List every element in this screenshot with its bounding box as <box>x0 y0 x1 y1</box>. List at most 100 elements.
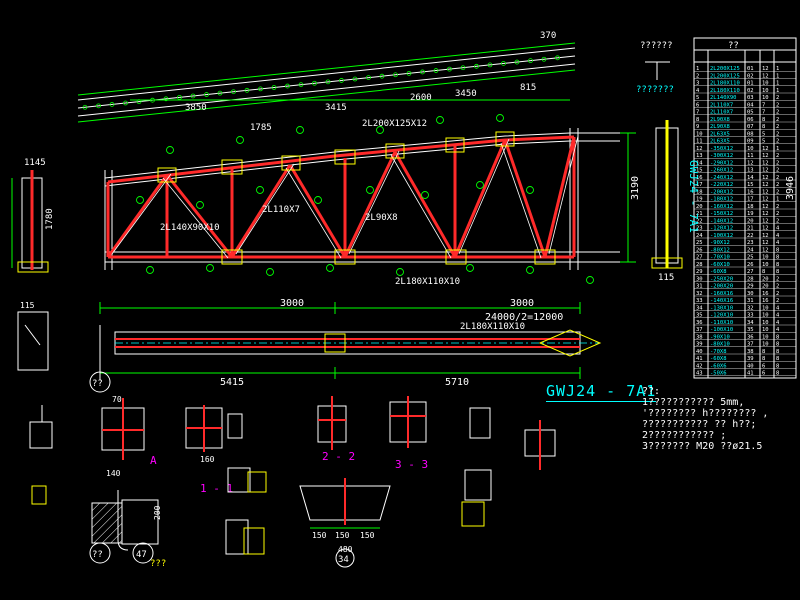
callout-bubble <box>196 201 204 209</box>
dim-left-top: 1145 <box>24 158 46 168</box>
dim-top-6: 815 <box>520 83 536 93</box>
table-cell: 39 <box>696 342 703 348</box>
label-diag-2: 2L140X90X10 <box>160 223 220 233</box>
table-cell: 21 <box>696 211 703 217</box>
table-cell: 2 <box>776 153 779 159</box>
table-cell: 33 <box>696 298 703 304</box>
table-cell: 2 <box>776 182 779 188</box>
table-cell: 6 <box>762 363 765 369</box>
table-cell: 20 <box>696 204 703 210</box>
table-cell: -120X10 <box>710 313 733 319</box>
table-cell: 8 <box>696 117 699 123</box>
table-cell: 08 <box>747 131 754 137</box>
table-cell: 31 <box>696 284 703 290</box>
table-cell: 8 <box>762 349 765 355</box>
callout-bubble <box>326 264 334 272</box>
table-cell: 2 <box>776 204 779 210</box>
purlin-mark <box>325 79 331 85</box>
purlin-mark <box>555 55 560 61</box>
callout-bubble <box>206 264 214 272</box>
table-cell: 8 <box>776 262 779 268</box>
table-cell: 25 <box>747 255 754 261</box>
table-cell: 12 <box>762 153 769 159</box>
table-cell: 41 <box>696 356 703 362</box>
table-cell: -70X10 <box>710 255 730 261</box>
table-cell: 30 <box>696 276 703 282</box>
table-cell: -220X12 <box>710 182 733 188</box>
table-cell: 01 <box>747 66 754 72</box>
callout-bubble <box>136 196 144 204</box>
table-cell: 10 <box>762 305 769 311</box>
table-cell: 02 <box>747 73 754 79</box>
purlin-mark <box>379 73 385 79</box>
dim-bottom-1: 3000 <box>280 298 304 309</box>
table-cell: 28 <box>747 276 754 282</box>
table-cell: -350X12 <box>710 146 733 152</box>
table-cell: 2L90X8 <box>710 124 730 130</box>
table-cell: 29 <box>696 269 703 275</box>
callout-bubble <box>421 191 429 199</box>
table-cell: -90X10 <box>710 334 730 340</box>
dim-plate-2: 200 <box>153 505 162 520</box>
table-cell: 35 <box>747 327 754 333</box>
table-cell: 19 <box>696 197 703 203</box>
table-cell: 5 <box>762 131 765 137</box>
bubble-unk1: ?? <box>92 379 103 389</box>
label-bottom-plan: 2L180X110X10 <box>460 322 525 332</box>
notes-head: ??: <box>642 386 661 397</box>
table-cell: -90X12 <box>710 240 730 246</box>
purlin-mark <box>420 69 425 75</box>
dim-34-2: 150 <box>335 531 350 540</box>
purlin-mark <box>433 68 439 73</box>
table-cell: 12 <box>696 146 703 152</box>
callout-bubble <box>256 186 264 194</box>
table-cell: 4 <box>776 240 780 246</box>
callout-bubble <box>236 136 244 144</box>
member-callouts <box>136 114 594 284</box>
bubble-unk2: ?? <box>92 550 103 560</box>
callout-bubble <box>366 186 374 194</box>
callout-bubble <box>166 146 174 154</box>
table-cell: 23 <box>696 226 703 232</box>
table-cell: 10 <box>762 342 769 348</box>
purlin-mark <box>339 78 344 83</box>
table-cell: 38 <box>747 349 754 355</box>
table-cell: 1 <box>776 197 779 203</box>
dim-plan-1: 5415 <box>220 377 244 388</box>
table-cell: 17 <box>696 182 703 188</box>
table-cell: 32 <box>696 291 703 297</box>
table-cell: 12 <box>747 160 754 166</box>
table-cell: 2 <box>776 168 779 174</box>
table-cell: 10 <box>762 313 769 319</box>
table-cell: -290X12 <box>710 160 733 166</box>
table-cell: 2 <box>776 102 779 108</box>
table-cell: 10 <box>762 81 769 87</box>
detail-box-left <box>17 311 49 371</box>
table-cell: 2 <box>776 117 779 123</box>
table-cell: 09 <box>747 139 754 145</box>
table-cell: 10 <box>762 88 769 94</box>
table-cell: 12 <box>762 160 769 166</box>
note-line-4: 2??????????? ; <box>642 430 727 441</box>
note-line-3: ??????????? ?? h??; <box>642 419 757 430</box>
table-cell: 16 <box>747 189 754 195</box>
table-cell: 12 <box>762 247 769 253</box>
purlin-mark <box>258 86 263 92</box>
purlin-mark <box>244 87 250 93</box>
table-cell: 43 <box>696 371 703 377</box>
table-cell: 11 <box>696 139 703 145</box>
anchor-block <box>91 502 123 544</box>
table-cell: 36 <box>696 320 703 326</box>
height-dimension <box>620 132 636 263</box>
table-cell: 38 <box>696 334 703 340</box>
table-cell: 14 <box>696 160 703 166</box>
callout-bubble <box>496 114 504 122</box>
purlin-mark <box>406 70 412 76</box>
table-cell: -160X16 <box>710 291 733 297</box>
purlin-mark <box>298 82 304 88</box>
purlin-mark <box>204 92 209 97</box>
dim-half-span: 24000/2=12000 <box>485 312 563 323</box>
table-cell: 41 <box>747 371 754 377</box>
table-cell: 10 <box>762 334 769 340</box>
dim-34-3: 150 <box>360 531 375 540</box>
